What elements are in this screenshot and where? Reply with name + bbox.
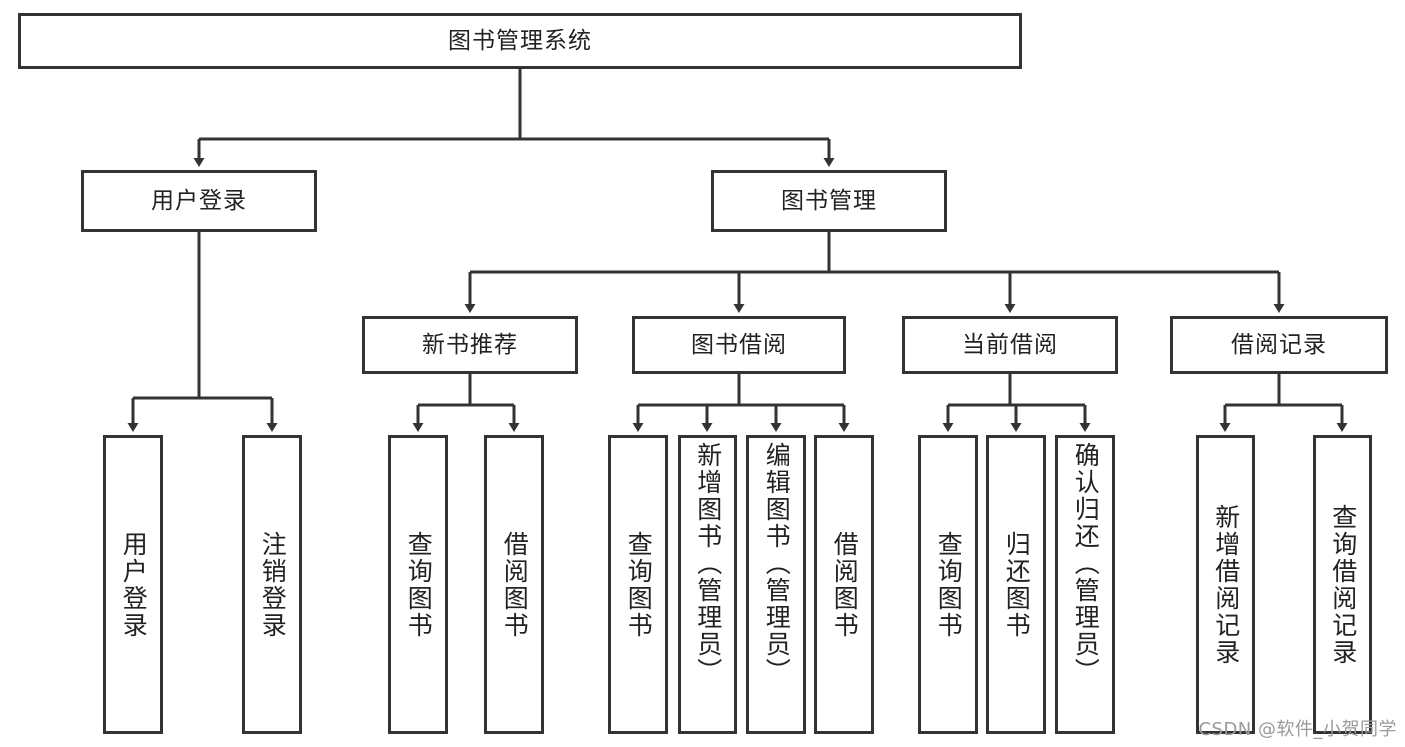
leaf-node-label: 编辑图书（管理员） (762, 442, 792, 685)
leaf-node-label: 查询图书 (624, 530, 654, 639)
node-root-system[interactable]: 图书管理系统 (18, 13, 1022, 69)
node-user-login-label: 用户登录 (151, 187, 247, 214)
watermark-text: CSDN @软件_小贺同学 (1198, 719, 1397, 740)
leaf-node-label: 确认归还（管理员） (1071, 442, 1101, 685)
node-user-login[interactable]: 用户登录 (81, 170, 317, 232)
leaf-node-label: 借阅图书 (500, 530, 530, 639)
leaf-node[interactable]: 查询图书 (608, 435, 668, 734)
node-root-label: 图书管理系统 (448, 27, 592, 54)
leaf-node-label: 查询图书 (934, 530, 964, 639)
leaf-node-label: 新增借阅记录 (1211, 503, 1241, 666)
node-new-book-recommend[interactable]: 新书推荐 (362, 316, 578, 374)
leaf-node[interactable]: 查询借阅记录 (1313, 435, 1372, 734)
leaf-node-label: 查询图书 (404, 530, 434, 639)
node-book-management[interactable]: 图书管理 (711, 170, 947, 232)
leaf-node[interactable]: 借阅图书 (484, 435, 544, 734)
leaf-node[interactable]: 用户登录 (103, 435, 163, 734)
node-book-borrow[interactable]: 图书借阅 (632, 316, 846, 374)
node-borrow-record-label: 借阅记录 (1231, 331, 1327, 358)
leaf-node[interactable]: 确认归还（管理员） (1055, 435, 1115, 734)
node-current-borrow-label: 当前借阅 (962, 331, 1058, 358)
leaf-node[interactable]: 查询图书 (388, 435, 448, 734)
leaf-node[interactable]: 借阅图书 (814, 435, 874, 734)
node-current-borrow[interactable]: 当前借阅 (902, 316, 1118, 374)
leaf-node-label: 归还图书 (1002, 530, 1032, 639)
leaf-node-label: 查询借阅记录 (1328, 503, 1358, 666)
node-book-borrow-label: 图书借阅 (691, 331, 787, 358)
leaf-node-label: 新增图书（管理员） (693, 442, 723, 685)
node-borrow-record[interactable]: 借阅记录 (1170, 316, 1388, 374)
leaf-node[interactable]: 查询图书 (918, 435, 978, 734)
leaf-node[interactable]: 归还图书 (986, 435, 1046, 734)
leaf-node-label: 注销登录 (258, 530, 288, 639)
leaf-node[interactable]: 新增图书（管理员） (678, 435, 737, 734)
leaf-node-label: 借阅图书 (830, 530, 860, 639)
leaf-node[interactable]: 编辑图书（管理员） (746, 435, 806, 734)
leaf-node[interactable]: 新增借阅记录 (1196, 435, 1255, 734)
leaf-node-label: 用户登录 (119, 530, 149, 639)
node-book-management-label: 图书管理 (781, 187, 877, 214)
leaf-node[interactable]: 注销登录 (242, 435, 302, 734)
node-new-book-recommend-label: 新书推荐 (422, 331, 518, 358)
